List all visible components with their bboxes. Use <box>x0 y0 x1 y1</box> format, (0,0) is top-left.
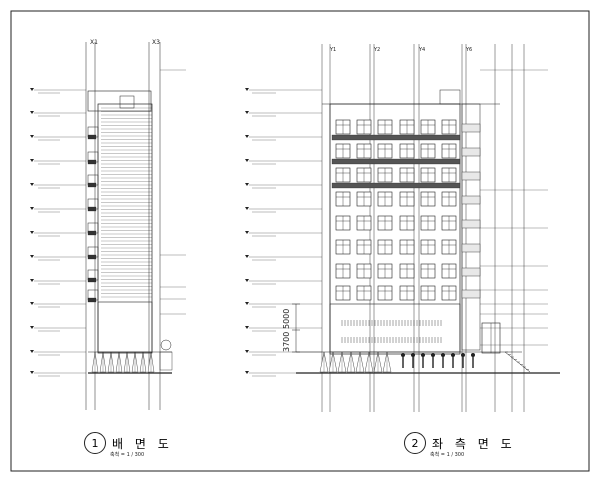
view-title: 좌 측 면 도 <box>432 436 516 451</box>
person-figure <box>441 353 445 357</box>
person-figure <box>411 353 415 357</box>
balcony-rail <box>87 206 97 212</box>
person-figure <box>421 353 425 357</box>
level-marker <box>30 231 34 234</box>
level-marker <box>30 255 34 258</box>
level-marker <box>30 111 34 114</box>
balcony-rail <box>87 297 97 303</box>
sheet-frame <box>10 10 590 472</box>
level-marker <box>245 231 249 234</box>
grid-label-x1: X1 <box>90 39 98 46</box>
level-marker <box>30 350 34 353</box>
level-marker <box>245 371 249 374</box>
level-marker <box>245 159 249 162</box>
ramp-line <box>504 351 531 373</box>
view-number-badge: 2 <box>404 432 426 454</box>
grid-label-y2: Y2 <box>373 47 380 53</box>
penthouse <box>439 89 461 105</box>
penthouse <box>87 90 152 112</box>
dimension-3700: 3700 <box>282 332 291 352</box>
spandrel-band <box>331 182 461 189</box>
person-figure <box>401 353 405 357</box>
level-marker <box>30 326 34 329</box>
person-figure <box>471 353 475 357</box>
level-marker <box>30 135 34 138</box>
level-marker <box>30 279 34 282</box>
stair-balcony <box>461 171 481 181</box>
stair-balcony <box>461 147 481 157</box>
stair-balcony <box>461 219 481 229</box>
person-figure <box>461 353 465 357</box>
level-marker <box>30 302 34 305</box>
dimension-5000: 5000 <box>282 309 291 329</box>
level-marker <box>30 183 34 186</box>
grid-label-x3: X3 <box>152 39 160 46</box>
stair-balcony <box>461 289 481 299</box>
stair-balcony <box>461 243 481 253</box>
level-marker <box>245 302 249 305</box>
person-figure <box>451 353 455 357</box>
level-marker <box>245 207 249 210</box>
balcony-rail <box>87 254 97 260</box>
level-marker <box>30 88 34 91</box>
person-figure <box>431 353 435 357</box>
level-marker <box>245 111 249 114</box>
parapet <box>119 95 135 109</box>
rear-elevation <box>30 42 186 410</box>
view-number-badge: 1 <box>84 432 106 454</box>
level-marker <box>30 371 34 374</box>
level-marker <box>245 183 249 186</box>
level-marker <box>245 326 249 329</box>
tree-crown <box>160 339 172 351</box>
level-marker <box>245 255 249 258</box>
grid-label-y6: Y6 <box>465 47 472 53</box>
left-scale-label: 축척 = 1 / 300 <box>430 452 465 458</box>
lower-floor <box>97 301 153 353</box>
balcony-rail <box>87 277 97 283</box>
entrance-canopy <box>159 351 173 371</box>
building-body <box>97 103 153 354</box>
stair-balcony <box>461 195 481 205</box>
balcony-rail <box>87 230 97 236</box>
grid-label-y4: Y4 <box>418 47 425 53</box>
left-title-block: 2 좌 측 면 도 <box>404 432 516 454</box>
level-marker <box>245 88 249 91</box>
left-elevation <box>245 44 560 412</box>
stair-balcony <box>461 123 481 133</box>
spandrel-band <box>331 134 461 141</box>
facade <box>329 103 461 355</box>
level-marker <box>245 350 249 353</box>
balcony-rail <box>87 182 97 188</box>
level-marker <box>30 159 34 162</box>
level-marker <box>245 279 249 282</box>
view-title: 배 면 도 <box>112 436 173 451</box>
level-marker <box>245 135 249 138</box>
stair-balcony <box>461 267 481 277</box>
grid-label-y1: Y1 <box>329 47 336 53</box>
spandrel-band <box>331 158 461 165</box>
balcony-rail <box>87 159 97 165</box>
level-marker <box>30 207 34 210</box>
rear-scale-label: 축척 = 1 / 300 <box>110 452 145 458</box>
balcony-rail <box>87 134 97 140</box>
lower-floors <box>329 303 461 353</box>
rear-title-block: 1 배 면 도 <box>84 432 173 454</box>
